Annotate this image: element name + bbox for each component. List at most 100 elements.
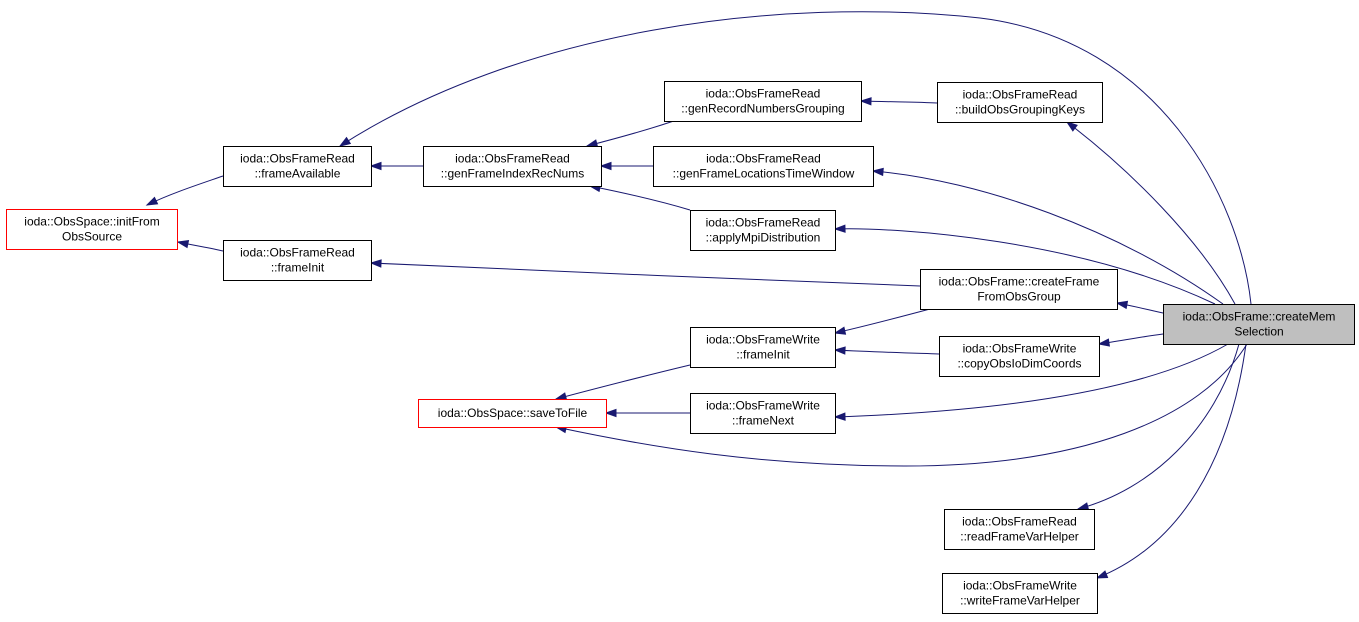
arrowhead-icon — [833, 346, 846, 355]
node-box — [920, 269, 1118, 310]
edge-createMemSelection-to-createFrameFromObsGroup — [1115, 300, 1164, 314]
node-applyMpiDistribution[interactable]: ioda::ObsFrameRead::applyMpiDistribution — [690, 210, 836, 251]
edge-frameInitRead-to-initFromObsSource — [176, 240, 224, 252]
node-label-line: ::copyObsIoDimCoords — [957, 357, 1081, 371]
node-label-line: ::frameInit — [736, 348, 790, 362]
arrowhead-icon — [833, 412, 846, 421]
node-label-line: ::genFrameLocationsTimeWindow — [673, 167, 855, 181]
arrowhead-icon — [338, 136, 352, 147]
edge-line — [834, 343, 1229, 418]
edge-line — [860, 100, 938, 104]
node-box — [418, 399, 607, 428]
edge-line — [834, 349, 940, 355]
node-box — [937, 82, 1103, 123]
node-box — [1163, 304, 1355, 345]
edge-createMemSelection-to-buildObsGroupingKeys — [1065, 121, 1236, 305]
arrowhead-icon — [1115, 300, 1129, 310]
node-label-line: ioda::ObsFrame::createFrame — [939, 275, 1100, 289]
edge-createFrameFromObsGroup-to-frameInitWrite — [833, 308, 931, 335]
node-label-line: ioda::ObsFrameWrite — [706, 333, 820, 347]
node-frameNext[interactable]: ioda::ObsFrameWrite::frameNext — [690, 393, 836, 434]
node-frameAvailable[interactable]: ioda::ObsFrameRead::frameAvailable — [223, 146, 372, 187]
arrowhead-icon — [554, 392, 568, 401]
node-box — [690, 327, 836, 368]
arrowhead-icon — [145, 196, 159, 206]
arrowhead-icon — [1065, 121, 1078, 132]
arrowhead-icon — [604, 408, 617, 418]
node-label-line: ioda::ObsFrameRead — [240, 152, 355, 166]
edge-line — [339, 11, 1252, 305]
node-label-line: ioda::ObsFrame::createMem — [1183, 310, 1336, 324]
node-copyObsIoDimCoords[interactable]: ioda::ObsFrameWrite::copyObsIoDimCoords — [939, 336, 1100, 377]
edge-line — [555, 364, 691, 400]
arrowhead-icon — [833, 326, 847, 335]
node-label-line: ::buildObsGroupingKeys — [955, 103, 1085, 117]
edge-frameInitWrite-to-saveToFile — [554, 364, 691, 401]
edge-createMemSelection-to-genFrameLocationsTimeWindow — [871, 167, 1224, 305]
edge-frameAvailable-to-initFromObsSource — [145, 175, 224, 206]
node-box — [223, 146, 372, 187]
node-label-line: ioda::ObsFrameWrite — [963, 342, 1077, 356]
node-label-line: ioda::ObsFrameWrite — [706, 399, 820, 413]
node-label-line: ioda::ObsFrameRead — [706, 216, 821, 230]
node-frameInitWrite[interactable]: ioda::ObsFrameWrite::frameInit — [690, 327, 836, 368]
arrowhead-icon — [369, 161, 382, 171]
node-label-line: ioda::ObsFrameRead — [706, 87, 821, 101]
edge-createMemSelection-to-applyMpiDistribution — [833, 224, 1216, 305]
edge-line — [834, 308, 931, 334]
node-label-line: ::frameAvailable — [255, 167, 341, 181]
node-label-line: ::genRecordNumbersGrouping — [681, 102, 844, 116]
node-label-line: ioda::ObsFrameRead — [240, 246, 355, 260]
node-box — [690, 210, 836, 251]
node-label-line: ObsSource — [62, 230, 122, 244]
node-label-line: Selection — [1234, 325, 1283, 339]
node-readFrameVarHelper[interactable]: ioda::ObsFrameRead::readFrameVarHelper — [944, 509, 1095, 550]
edge-genFrameLocationsTimeWindow-to-genFrameIndexRecNums — [599, 161, 653, 171]
node-label-line: ::writeFrameVarHelper — [960, 594, 1080, 608]
edge-line — [834, 228, 1216, 305]
edge-line — [1077, 343, 1240, 510]
node-label-line: ioda::ObsFrameWrite — [963, 579, 1077, 593]
node-box — [664, 81, 862, 122]
edge-createMemSelection-to-readFrameVarHelper — [1076, 343, 1240, 511]
edge-createMemSelection-to-frameNext — [833, 343, 1229, 421]
edge-createMemSelection-to-saveToFile — [554, 343, 1248, 467]
node-label-line: ::applyMpiDistribution — [706, 231, 821, 245]
edges-layer — [145, 11, 1252, 579]
edge-createMemSelection-to-writeFrameVarHelper — [1095, 343, 1247, 579]
node-box — [6, 209, 178, 250]
edge-line — [1096, 343, 1247, 579]
edge-genFrameIndexRecNums-to-frameAvailable — [369, 161, 423, 171]
node-label-line: ::readFrameVarHelper — [960, 530, 1079, 544]
node-label-line: ::genFrameIndexRecNums — [441, 167, 584, 181]
node-box — [653, 146, 874, 187]
node-label-line: ioda::ObsFrameRead — [962, 515, 1077, 529]
node-box — [944, 509, 1095, 550]
arrowhead-icon — [599, 161, 612, 171]
edge-line — [872, 170, 1224, 305]
node-genFrameIndexRecNums[interactable]: ioda::ObsFrameRead::genFrameIndexRecNums — [423, 146, 602, 187]
node-frameInitRead[interactable]: ioda::ObsFrameRead::frameInit — [223, 240, 372, 281]
node-box — [939, 336, 1100, 377]
node-saveToFile[interactable]: ioda::ObsSpace::saveToFile — [418, 399, 607, 428]
node-genRecordNumbersGrouping[interactable]: ioda::ObsFrameRead::genRecordNumbersGrou… — [664, 81, 862, 122]
edge-createMemSelection-to-copyObsIoDimCoords — [1097, 333, 1164, 347]
arrowhead-icon — [833, 224, 846, 233]
node-buildObsGroupingKeys[interactable]: ioda::ObsFrameRead::buildObsGroupingKeys — [937, 82, 1103, 123]
node-writeFrameVarHelper[interactable]: ioda::ObsFrameWrite::writeFrameVarHelper — [942, 573, 1098, 614]
edge-createMemSelection-to-frameAvailable — [338, 11, 1252, 305]
node-label-line: ioda::ObsFrameRead — [963, 88, 1078, 102]
arrowhead-icon — [176, 240, 190, 249]
node-label-line: ioda::ObsSpace::initFrom — [24, 215, 159, 229]
node-box — [690, 393, 836, 434]
arrowhead-icon — [859, 97, 872, 106]
edge-line — [1066, 121, 1236, 305]
node-label-line: ioda::ObsSpace::saveToFile — [438, 406, 588, 420]
edge-buildObsGroupingKeys-to-genRecordNumbersGrouping — [859, 97, 938, 106]
edge-line — [555, 343, 1248, 467]
node-genFrameLocationsTimeWindow[interactable]: ioda::ObsFrameRead::genFrameLocationsTim… — [653, 146, 874, 187]
